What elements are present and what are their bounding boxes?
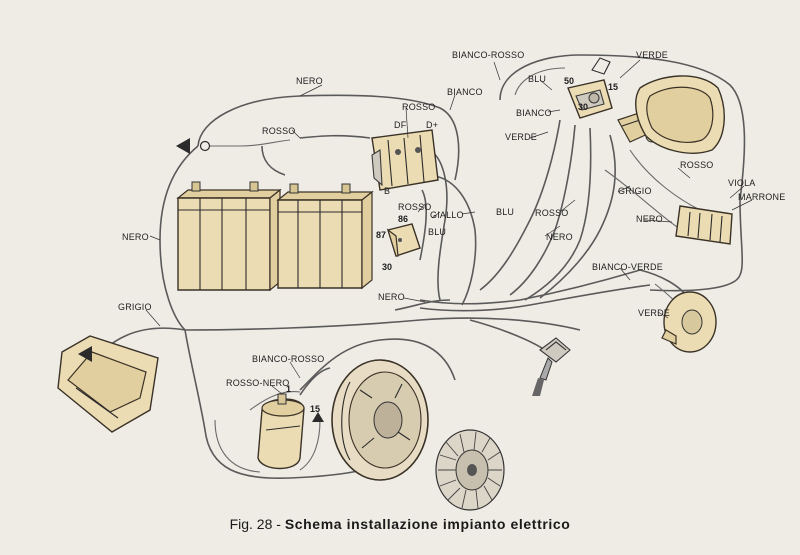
terminal-86: 86 [398, 214, 408, 224]
figure-number: Fig. 28 - [229, 516, 281, 532]
terminal-numbers: 50 15 30 86 87 30 1 15 [286, 76, 618, 414]
label-rosso-nero: ROSSO-NERO [226, 378, 290, 388]
label-bianco-switch: BIANCO [516, 108, 552, 118]
label-nero-center: NERO [636, 214, 663, 224]
label-bianco-rosso-top: BIANCO-ROSSO [452, 50, 524, 60]
label-nero-top: NERO [296, 76, 323, 86]
headlight [635, 75, 725, 154]
label-giallo: GIALLO [430, 210, 464, 220]
tail-light [57, 335, 159, 433]
terminal-87: 87 [376, 230, 386, 240]
label-blu-low: BLU [496, 207, 514, 217]
ground-symbol-icon [176, 138, 211, 154]
figure-caption: Fig. 28 - Schema installazione impianto … [0, 516, 800, 532]
label-bianco: BIANCO [447, 87, 483, 97]
label-bianco-rosso-coil: BIANCO-ROSSO [252, 354, 324, 364]
voltage-regulator [371, 129, 439, 191]
label-blu-relay: BLU [428, 227, 446, 237]
figure-title: Schema installazione impianto elettrico [284, 516, 571, 532]
terminal-30: 30 [382, 262, 392, 272]
label-marrone: MARRONE [738, 192, 785, 202]
label-rosso-right: ROSSO [680, 160, 714, 170]
label-grigio-right: GRIGIO [618, 186, 652, 196]
leader-lines [145, 59, 753, 395]
terminal-50: 50 [564, 76, 574, 86]
wire-color-labels: NERO ROSSO ROSSO BIANCO BIANCO-ROSSO BLU… [118, 50, 785, 388]
label-nero-right: NERO [546, 232, 573, 242]
label-viola: VIOLA [728, 178, 756, 188]
terminal-15: 15 [310, 404, 320, 414]
terminal-15-top: 15 [608, 82, 618, 92]
junction-box [675, 205, 733, 245]
label-rosso-center: ROSSO [535, 208, 569, 218]
fan-rotor [435, 429, 505, 511]
label-blu-top: BLU [528, 74, 546, 84]
label-nero-bundle: NERO [378, 292, 405, 302]
label-grigio-left: GRIGIO [118, 302, 152, 312]
label-d-plus: D+ [426, 120, 438, 130]
label-nero-left: NERO [122, 232, 149, 242]
battery-right [276, 183, 374, 290]
ignition-switch [567, 57, 613, 119]
label-df: DF [394, 120, 407, 130]
ignition-coil [257, 393, 324, 470]
label-verde-top: VERDE [636, 50, 668, 60]
label-bianco-verde: BIANCO-VERDE [592, 262, 663, 272]
battery-left [176, 181, 282, 292]
label-verde-mid: VERDE [505, 132, 537, 142]
spark-plug [532, 337, 571, 396]
label-rosso-low: ROSSO [398, 202, 432, 212]
terminal-1: 1 [286, 384, 291, 394]
label-b: B [384, 186, 390, 196]
label-rosso-regulator: ROSSO [402, 102, 436, 112]
label-verde-bottom: VERDE [638, 308, 670, 318]
relay [386, 223, 421, 257]
flywheel-magneto [331, 359, 429, 481]
label-rosso-left: ROSSO [262, 126, 296, 136]
pickup-sensor [661, 291, 717, 353]
terminal-30-top: 30 [578, 102, 588, 112]
